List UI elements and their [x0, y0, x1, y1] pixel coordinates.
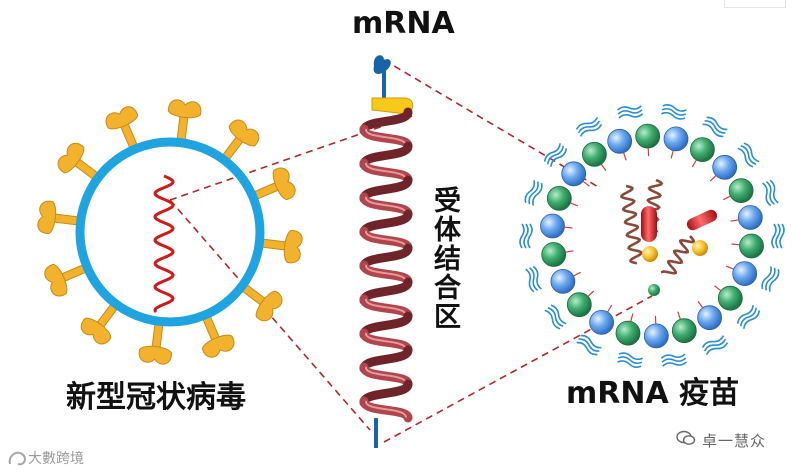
spike-protein — [80, 302, 119, 345]
watermark-left-text: 大數跨境 — [28, 451, 84, 467]
spike-protein — [37, 200, 82, 235]
connector-virus-top — [169, 115, 413, 201]
red-capsule — [686, 209, 718, 231]
virus-label: 新型冠状病毒 — [66, 380, 246, 415]
spike-protein — [44, 263, 89, 297]
encapsulated-mrna — [619, 184, 643, 265]
vaccine-label: mRNA 疫苗 — [566, 376, 740, 411]
spike-proteins — [37, 99, 303, 365]
spike-protein — [221, 119, 260, 162]
mrna-helix — [359, 107, 413, 423]
spike-protein — [138, 320, 173, 365]
lipid-shell — [540, 123, 764, 349]
lipid-nanoparticle-icon — [519, 104, 785, 368]
spike-protein — [57, 142, 100, 181]
corner-frame — [724, 0, 786, 8]
watermark-right: 卓一慧众 — [676, 430, 766, 451]
spike-protein — [105, 106, 139, 151]
yellow-particle — [642, 246, 658, 262]
watermark-right-text: 卓一慧众 — [702, 432, 767, 450]
watermark-left: 大數跨境 — [6, 448, 84, 468]
spike-protein — [251, 167, 296, 201]
coronavirus-icon — [37, 99, 303, 365]
encapsulated-mrna — [660, 235, 696, 275]
spike-protein — [240, 283, 283, 322]
mrna-strand-icon — [359, 55, 414, 448]
virus-rna — [153, 174, 175, 314]
watermark-emblem-icon — [8, 451, 26, 466]
peg-lipid-layer — [519, 104, 785, 368]
red-capsule — [641, 206, 657, 242]
mrna-cap — [373, 55, 391, 74]
nanoparticle-core — [619, 178, 718, 296]
spike-protein — [258, 229, 303, 264]
virus-membrane — [75, 137, 265, 327]
connector-virus-bottom — [169, 199, 371, 431]
mrna-title: mRNA — [352, 6, 455, 41]
receptor-binding-domain-label: 受体结合区 — [429, 186, 460, 331]
wechat-icon — [676, 430, 696, 450]
spike-protein — [201, 313, 235, 358]
yellow-particle — [692, 240, 708, 256]
small-green-particle — [648, 284, 660, 296]
